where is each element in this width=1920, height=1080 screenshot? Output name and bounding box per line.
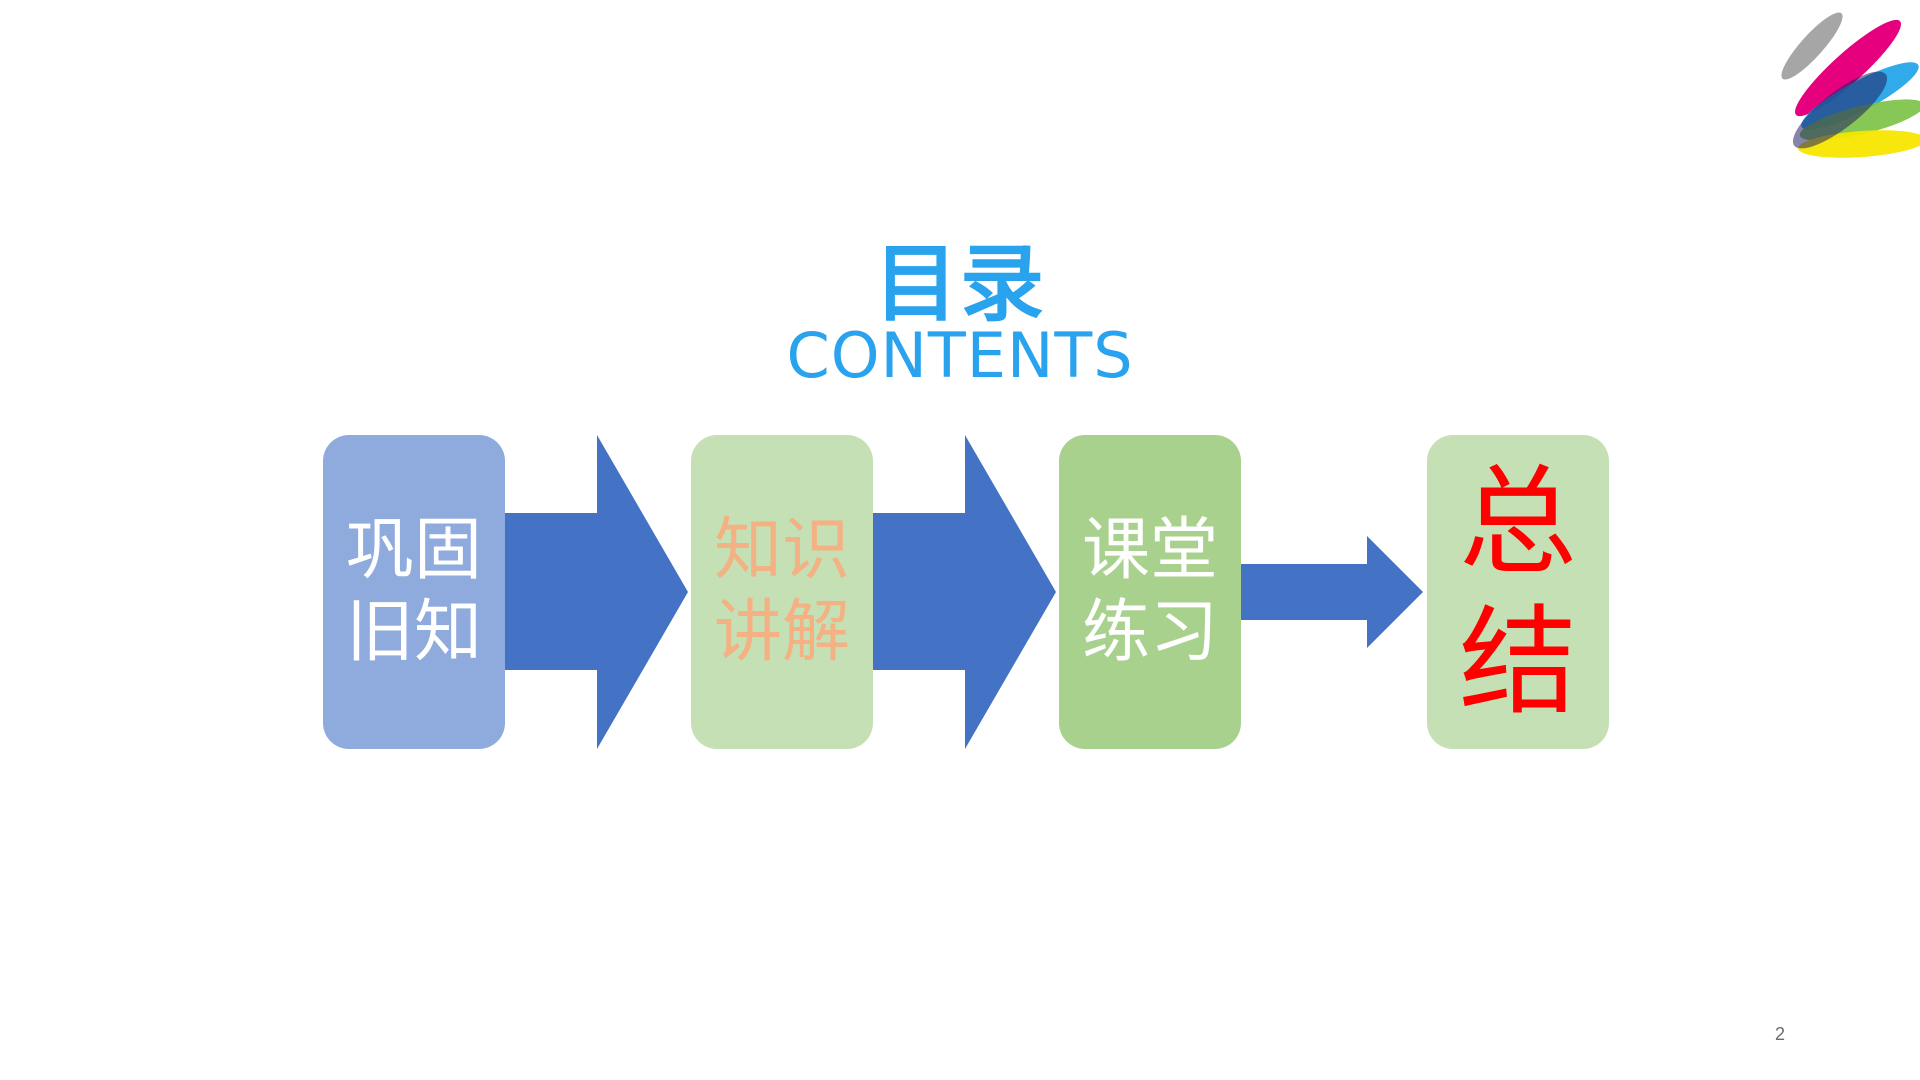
- step-3-line-2: 练习: [1081, 593, 1218, 672]
- page-title: 目录: [873, 235, 1046, 333]
- step-1-line-1: 巩固: [345, 511, 482, 590]
- page-subtitle: CONTENTS: [786, 319, 1134, 392]
- step-1-line-2: 旧知: [345, 593, 482, 672]
- step-4-line-2: 结: [1458, 593, 1577, 731]
- step-consolidate-box[interactable]: 巩固 旧知: [323, 435, 505, 749]
- step-4-line-1: 总: [1458, 453, 1577, 591]
- step-practice-box[interactable]: 课堂 练习: [1059, 435, 1241, 749]
- step-2-line-2: 讲解: [713, 593, 850, 672]
- page-number: 2: [1774, 1024, 1785, 1044]
- arrow-2-icon: [873, 435, 1056, 749]
- step-3-line-1: 课堂: [1081, 511, 1218, 590]
- step-2-line-1: 知识: [713, 511, 850, 590]
- arrow-1-icon: [505, 435, 688, 749]
- brand-logo-icon: [1781, 12, 1920, 158]
- step-explanation-box[interactable]: 知识 讲解: [691, 435, 873, 749]
- arrow-3-icon: [1241, 536, 1423, 648]
- step-summary-box[interactable]: 总 结: [1427, 435, 1609, 749]
